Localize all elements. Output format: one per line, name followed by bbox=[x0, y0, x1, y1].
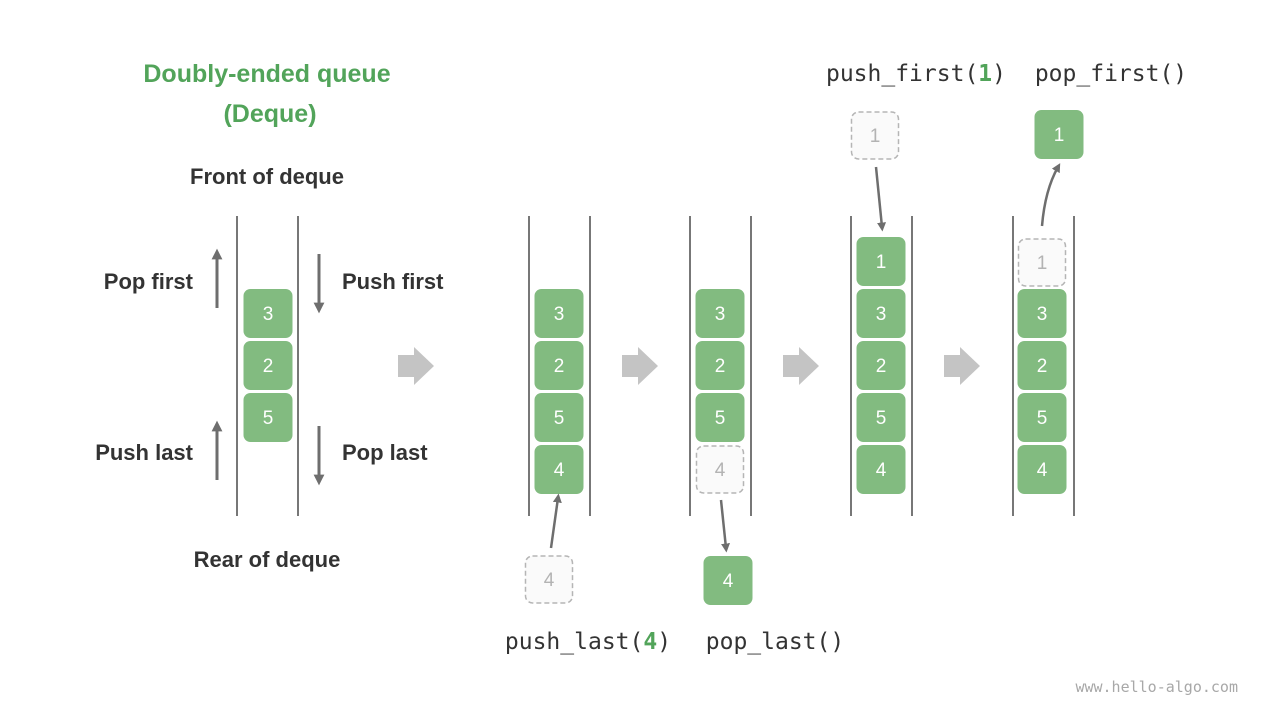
deque-node bbox=[534, 341, 584, 390]
transition-arrow-icon bbox=[622, 347, 658, 385]
op-arg: 1 bbox=[978, 61, 992, 87]
deque-node-value: 2 bbox=[1037, 356, 1048, 377]
deque-step-initial bbox=[236, 216, 299, 516]
deque-node bbox=[856, 341, 906, 390]
deque-node bbox=[243, 341, 293, 390]
op-close: ) bbox=[657, 629, 671, 655]
removed-node bbox=[703, 556, 753, 605]
pop-first-label: Pop first bbox=[104, 269, 194, 294]
deque-node-value: 3 bbox=[554, 304, 565, 325]
deque-node bbox=[856, 445, 906, 494]
vacated-slot-value: 1 bbox=[1037, 253, 1048, 274]
deque-node bbox=[1017, 341, 1067, 390]
deque-node bbox=[856, 393, 906, 442]
pop-last-motion-arrow-icon bbox=[719, 499, 731, 553]
deque-node-value: 3 bbox=[1037, 304, 1048, 325]
op-close: ) bbox=[992, 61, 1006, 87]
deque-step-pop-last bbox=[689, 216, 752, 516]
deque-step-pop-first bbox=[1012, 216, 1075, 516]
deque-node-value: 5 bbox=[554, 408, 565, 429]
deque-node-value: 2 bbox=[554, 356, 565, 377]
deque-node bbox=[243, 393, 293, 442]
deque-node bbox=[534, 445, 584, 494]
deque-node-value: 4 bbox=[876, 460, 887, 481]
pending-node-ghost bbox=[524, 555, 574, 604]
deque-step-push-last bbox=[528, 216, 591, 516]
deque-node-value: 1 bbox=[876, 252, 887, 273]
deque-node bbox=[1017, 445, 1067, 494]
deque-node-value: 2 bbox=[715, 356, 726, 377]
op-push-first-label: push_first(1) bbox=[826, 61, 1006, 87]
vacated-slot-ghost bbox=[695, 445, 745, 494]
removed-node-value: 4 bbox=[723, 571, 734, 592]
push-last-label: Push last bbox=[95, 440, 193, 465]
transition-arrow-icon bbox=[783, 347, 819, 385]
deque-node bbox=[1017, 289, 1067, 338]
deque-node-value: 5 bbox=[876, 408, 887, 429]
transition-arrow-icon bbox=[944, 347, 980, 385]
watermark: www.hello-algo.com bbox=[1075, 678, 1238, 696]
rear-of-deque-label: Rear of deque bbox=[194, 547, 341, 572]
pending-node-ghost bbox=[850, 111, 900, 160]
vacated-slot-ghost bbox=[1017, 238, 1067, 287]
front-of-deque-label: Front of deque bbox=[190, 164, 344, 189]
removed-node bbox=[1034, 110, 1084, 159]
deque-node-value: 5 bbox=[263, 408, 274, 429]
deque-node bbox=[695, 341, 745, 390]
pop-first-motion-arrow-icon bbox=[1040, 163, 1061, 227]
vacated-slot-value: 4 bbox=[715, 460, 726, 481]
push-last-motion-arrow-icon bbox=[549, 493, 562, 549]
removed-node-value: 1 bbox=[1054, 125, 1065, 146]
deque-node-value: 2 bbox=[876, 356, 887, 377]
pop-last-label: Pop last bbox=[342, 440, 428, 465]
deque-node-value: 3 bbox=[263, 304, 274, 325]
op-pop-first-label: pop_first() bbox=[1035, 61, 1187, 87]
deque-node bbox=[243, 289, 293, 338]
title-line-2: (Deque) bbox=[223, 100, 316, 128]
deque-node-value: 2 bbox=[263, 356, 274, 377]
deque-node bbox=[695, 393, 745, 442]
deque-node-value: 4 bbox=[554, 460, 565, 481]
deque-node-value: 5 bbox=[1037, 408, 1048, 429]
deque-node bbox=[856, 237, 906, 286]
op-name: push_first( bbox=[826, 61, 978, 87]
deque-node bbox=[856, 289, 906, 338]
deque-node bbox=[534, 289, 584, 338]
pending-node-value: 4 bbox=[544, 570, 555, 591]
op-name: push_last( bbox=[505, 629, 643, 655]
op-arg: 4 bbox=[643, 629, 657, 655]
deque-node bbox=[1017, 393, 1067, 442]
transition-arrow-icon bbox=[398, 347, 434, 385]
deque-node bbox=[534, 393, 584, 442]
op-pop-last-label: pop_last() bbox=[706, 629, 844, 655]
deque-node-value: 3 bbox=[876, 304, 887, 325]
deque-node-value: 5 bbox=[715, 408, 726, 429]
push-first-label: Push first bbox=[342, 269, 444, 294]
push-first-motion-arrow-icon bbox=[874, 166, 887, 232]
pending-node-value: 1 bbox=[870, 126, 881, 147]
op-push-last-label: push_last(4) bbox=[505, 629, 671, 655]
deque-node-value: 3 bbox=[715, 304, 726, 325]
title-line-1: Doubly-ended queue bbox=[143, 60, 390, 88]
deque-node bbox=[695, 289, 745, 338]
deque-step-push-first bbox=[850, 216, 913, 516]
deque-node-value: 4 bbox=[1037, 460, 1048, 481]
